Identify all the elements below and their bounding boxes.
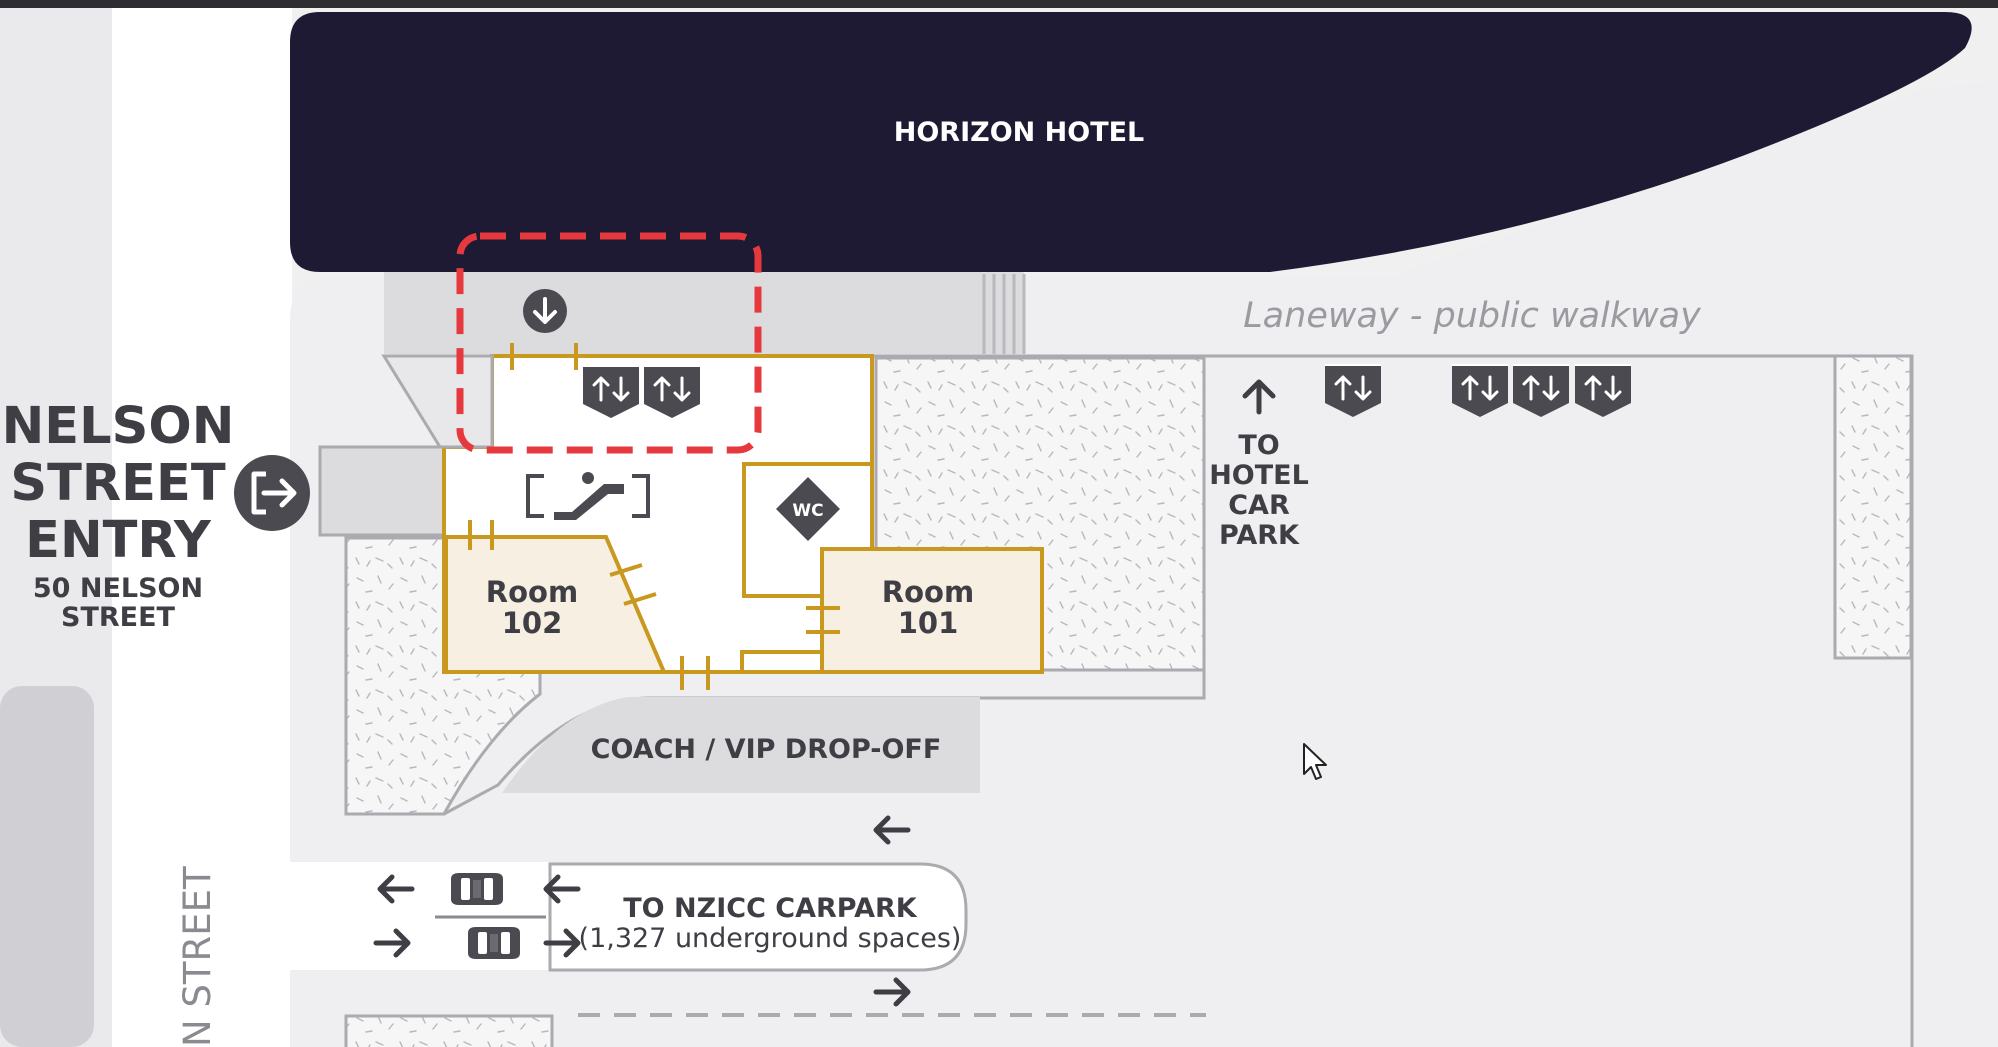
hotel-name: HORIZON HOTEL <box>894 117 1145 148</box>
room-102-label-line1: Room <box>486 575 578 609</box>
down-arrow-circle-icon <box>523 289 567 333</box>
street-label: N STREET <box>176 866 219 1047</box>
entry-label-line1: NELSON <box>2 397 235 456</box>
entry-address-line2: STREET <box>61 602 176 633</box>
entry-address-line1: 50 NELSON <box>33 573 203 604</box>
hotel-carpark-line4: PARK <box>1219 520 1300 551</box>
coach-dropoff-area <box>502 697 980 793</box>
entry-wall <box>318 445 446 537</box>
arrow-right-icon <box>373 928 411 958</box>
wc-icon <box>776 477 840 541</box>
entry-label-line3: ENTRY <box>25 511 212 570</box>
coach-dropoff-label: COACH / VIP DROP-OFF <box>591 734 942 765</box>
arrow-left-icon <box>543 874 581 904</box>
laneway-area <box>384 272 1024 354</box>
highlight-region <box>456 232 762 454</box>
car-icon <box>468 927 520 959</box>
horizon-hotel-building <box>290 12 1972 272</box>
laneway-grate <box>982 274 1026 354</box>
door-marks <box>468 343 840 690</box>
hotel-carpark-line1: TO <box>1238 430 1279 461</box>
entry-label-line2: STREET <box>10 454 225 513</box>
arrow-right-icon <box>873 977 911 1007</box>
room-102-label-line2: 102 <box>502 606 563 640</box>
arrow-up-icon <box>1242 379 1276 415</box>
arrow-right-icon <box>543 928 581 958</box>
exit-icon <box>234 455 310 531</box>
arrow-left-icon <box>377 874 415 904</box>
car-icon <box>451 873 503 905</box>
nzicc-title: TO NZICC CARPARK <box>623 893 918 924</box>
room-101 <box>820 547 1044 674</box>
nzicc-carpark-sign <box>548 862 968 972</box>
side-panel <box>0 686 94 1047</box>
escalator-icon <box>526 472 650 520</box>
landscape-zone-left <box>344 536 542 816</box>
laneway-label: Laneway - public walkway <box>1243 296 1702 336</box>
room-102 <box>444 535 668 674</box>
landscape-zone-right <box>1833 354 1913 660</box>
hotel-carpark-line2: HOTEL <box>1209 460 1309 491</box>
room-101-label-line2: 101 <box>898 606 959 640</box>
wc-label: WC <box>792 501 823 521</box>
room-101-label-line1: Room <box>882 575 974 609</box>
nzicc-subtitle: (1,327 underground spaces) <box>579 923 962 954</box>
hotel-carpark-line3: CAR <box>1228 490 1290 521</box>
arrow-left-icon <box>873 815 911 845</box>
